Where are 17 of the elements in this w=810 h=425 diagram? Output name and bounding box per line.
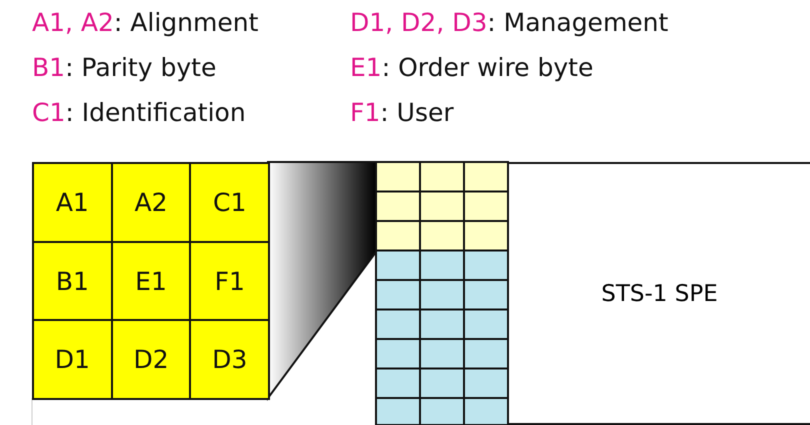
legend-text: E1: Order wire byte (350, 53, 594, 82)
legend-text: C1: Identification (32, 98, 246, 127)
overhead-byte-cell: E1 (110, 240, 192, 322)
legend-text: A1, A2: Alignment (32, 8, 258, 37)
legend-text: F1: User (350, 98, 454, 127)
overhead-byte-cell: F1 (189, 240, 270, 322)
overhead-byte-cell: D3 (189, 319, 270, 400)
overhead-byte-cell: C1 (189, 162, 270, 243)
overhead-byte-cell: A2 (110, 162, 192, 243)
legend-text: B1: Parity byte (32, 53, 216, 82)
overhead-byte-cell: D1 (32, 319, 113, 400)
overhead-byte-cell: D2 (110, 319, 192, 400)
legend-text: D1, D2, D3: Management (350, 8, 668, 37)
overhead-byte-cell: B1 (32, 240, 113, 322)
payload-label: STS-1 SPE (601, 280, 718, 306)
payload-area (507, 162, 810, 425)
overhead-byte-cell: A1 (32, 162, 113, 243)
